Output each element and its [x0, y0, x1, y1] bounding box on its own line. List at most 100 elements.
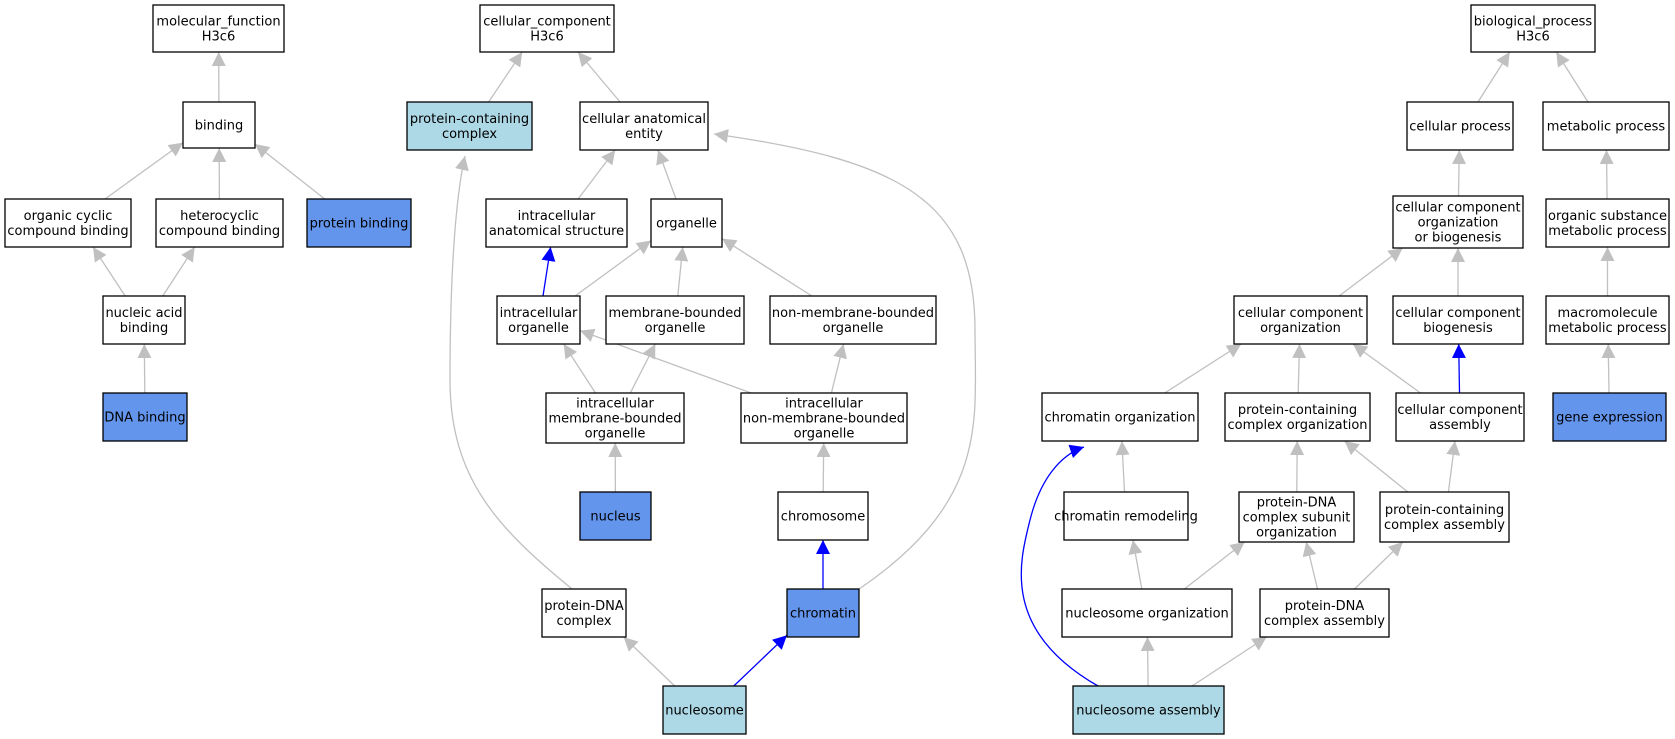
node-label: organelle	[794, 427, 855, 442]
node-gene-expression[interactable]: gene expression	[1552, 392, 1667, 442]
node-box-cc-org-or-biogenesis	[1392, 195, 1524, 249]
node-chromosome[interactable]: chromosome	[777, 491, 869, 541]
edge-cellular-process-to-bp-root	[1477, 51, 1511, 103]
node-cellular-process[interactable]: cellular process	[1406, 101, 1514, 151]
edge-cc-organization-to-cc-org-or-biogenesis	[1338, 247, 1404, 297]
node-label: intracellular	[518, 209, 596, 224]
node-binding[interactable]: binding	[182, 101, 256, 149]
edge-nucleic-acid-binding-to-heterocyclic	[162, 246, 196, 297]
node-box-protein-binding	[306, 198, 412, 248]
edge-nucleosome-organization-to-chromatin-remodeling	[1128, 539, 1143, 590]
node-box-pc-complex-assembly	[1379, 491, 1510, 543]
node-label: cellular component	[1238, 306, 1363, 321]
node-box-chromatin-remodeling	[1063, 491, 1189, 541]
node-nucleosome[interactable]: nucleosome	[662, 685, 747, 735]
edge-non-membrane-bounded-organelle-to-organelle	[721, 238, 813, 297]
edge-gene-expression-to-macromolecule-metabolic	[1601, 343, 1616, 394]
node-box-intracellular-organelle	[496, 295, 581, 345]
node-box-pdna-complex-subunit-org	[1238, 491, 1355, 543]
node-label: gene expression	[1556, 411, 1663, 426]
node-chromatin[interactable]: chromatin	[786, 588, 860, 638]
node-chromatin-organization[interactable]: chromatin organization	[1041, 392, 1199, 442]
node-intracellular-non-membrane-bounded-organelle[interactable]: intracellularnon-membrane-boundedorganel…	[740, 392, 908, 444]
node-label: molecular_function	[156, 15, 280, 30]
node-label: protein binding	[310, 217, 409, 232]
edge-cc-assembly-to-cc-organization	[1352, 343, 1421, 394]
node-box-protein-dna-complex	[541, 588, 627, 638]
node-label: compound binding	[7, 224, 128, 239]
node-box-cc-root	[479, 4, 615, 53]
node-chromatin-remodeling[interactable]: chromatin remodeling	[1054, 491, 1198, 541]
edge-organic-substance-metabolic-to-metabolic-process	[1599, 149, 1614, 200]
node-label: heterocyclic	[180, 209, 259, 224]
node-organelle[interactable]: organelle	[650, 198, 723, 248]
edge-cc-assembly-to-cc-biogenesis	[1451, 343, 1466, 394]
node-box-cc-biogenesis	[1392, 295, 1524, 345]
node-box-nucleosome	[662, 685, 747, 735]
node-box-binding	[182, 101, 256, 149]
node-label: complex assembly	[1384, 518, 1505, 533]
node-label: binding	[120, 321, 168, 336]
node-box-nucleosome-organization	[1061, 588, 1233, 638]
edge-protein-binding-to-binding	[254, 143, 326, 200]
node-label: chromatin	[790, 607, 856, 622]
node-label: metabolic process	[1548, 321, 1667, 336]
edge-intracellular-membrane-bounded-organelle-to-intracellular-organelle	[563, 343, 597, 394]
node-nucleosome-organization[interactable]: nucleosome organization	[1061, 588, 1233, 638]
node-nucleus[interactable]: nucleus	[579, 491, 652, 541]
node-label: protein-DNA	[1285, 599, 1365, 614]
node-label: organelle	[823, 321, 884, 336]
edge-protein-dna-complex-to-protein-containing-complex	[449, 155, 573, 590]
node-label: metabolic process	[1548, 224, 1667, 239]
node-label: intracellular	[500, 306, 578, 321]
edge-pc-complex-assembly-to-cc-assembly	[1446, 440, 1461, 493]
node-box-chromatin	[786, 588, 860, 638]
node-nucleosome-assembly[interactable]: nucleosome assembly	[1072, 685, 1225, 735]
node-box-mf-root	[152, 4, 285, 53]
node-label: complex	[442, 127, 497, 142]
node-dna-binding[interactable]: DNA binding	[102, 392, 188, 442]
node-box-pdna-complex-assembly	[1259, 588, 1390, 638]
edge-nucleic-acid-binding-to-organic-cyclic	[92, 246, 126, 297]
node-box-heterocyclic	[155, 198, 284, 248]
node-metabolic-process[interactable]: metabolic process	[1542, 101, 1670, 151]
node-label: cellular anatomical	[582, 112, 706, 127]
node-label: biological_process	[1474, 15, 1593, 30]
edge-intracellular-organelle-to-intracellular-anatomical-structure	[541, 246, 556, 297]
node-box-organic-substance-metabolic	[1545, 198, 1670, 248]
node-label: macromolecule	[1557, 306, 1657, 321]
node-box-macromolecule-metabolic	[1545, 295, 1670, 345]
node-label: non-membrane-bounded	[772, 306, 934, 321]
node-label: protein-containing	[1238, 403, 1357, 418]
node-protein-binding[interactable]: protein binding	[306, 198, 412, 248]
node-label: compound binding	[159, 224, 280, 239]
edge-chromatin-organization-to-cc-organization	[1164, 343, 1242, 394]
node-box-metabolic-process	[1542, 101, 1670, 151]
node-label: entity	[625, 127, 663, 142]
